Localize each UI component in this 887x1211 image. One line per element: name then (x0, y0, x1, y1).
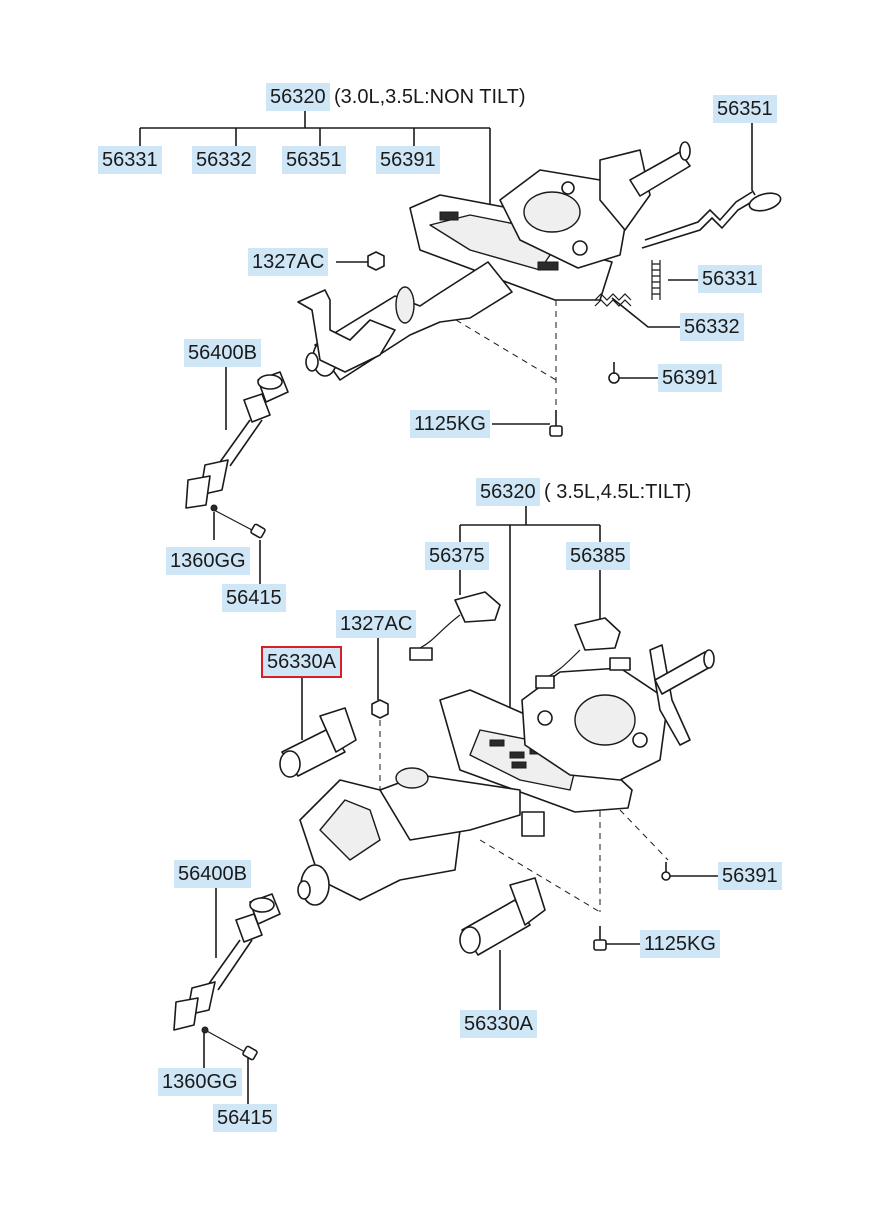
label-1360gg-lower[interactable]: 1360GG (158, 1068, 242, 1096)
bolt-56391-upper (608, 362, 620, 384)
label-56400b-lower[interactable]: 56400B (174, 860, 251, 888)
label-56351-lever[interactable]: 56351 (713, 95, 777, 123)
label-56351-header[interactable]: 56351 (282, 146, 346, 174)
shaft-56400b-upper (185, 371, 289, 509)
lower-column-drawing (173, 591, 715, 1061)
motor-56330a-upper (279, 707, 357, 778)
label-56391-header[interactable]: 56391 (376, 146, 440, 174)
lower-leader-lines (203, 505, 720, 1106)
label-56320-lower-note: ( 3.5L,4.5L:TILT) (544, 481, 692, 503)
bolt-1125kg-upper (549, 410, 563, 437)
label-56332-spring[interactable]: 56332 (680, 313, 744, 341)
label-56320-upper-note: (3.0L,3.5L:NON TILT) (334, 86, 526, 108)
label-56331-header[interactable]: 56331 (98, 146, 162, 174)
label-56331-spring[interactable]: 56331 (698, 265, 762, 293)
label-1360gg-upper[interactable]: 1360GG (166, 547, 250, 575)
switch-56375 (409, 591, 501, 661)
nut-1327ac-lower (371, 699, 389, 719)
label-56330a-lower[interactable]: 56330A (460, 1010, 537, 1038)
upper-column-drawing (185, 141, 782, 539)
bolt-1125kg-lower (593, 926, 607, 951)
label-56375-switch[interactable]: 56375 (425, 542, 489, 570)
label-56415-upper[interactable]: 56415 (222, 584, 286, 612)
motor-56330a-lower (459, 877, 546, 956)
upper-leader-lines (139, 110, 756, 584)
spring-56331 (651, 260, 661, 300)
label-56332-header[interactable]: 56332 (192, 146, 256, 174)
nut-1327ac-upper (367, 251, 385, 271)
shaft-56400b-lower (173, 893, 281, 1031)
label-56385-switch[interactable]: 56385 (566, 542, 630, 570)
label-56320-upper[interactable]: 56320 (266, 83, 330, 111)
label-56415-lower[interactable]: 56415 (213, 1104, 277, 1132)
label-56391-bolt-upper[interactable]: 56391 (658, 364, 722, 392)
label-1327ac-lower[interactable]: 1327AC (336, 610, 417, 638)
bolt-56391-lower (661, 862, 671, 881)
label-56320-lower[interactable]: 56320 (476, 478, 540, 506)
label-56330a-highlighted[interactable]: 56330A (261, 646, 342, 678)
label-1125kg-upper[interactable]: 1125KG (410, 410, 490, 438)
label-1327ac-upper[interactable]: 1327AC (248, 248, 329, 276)
switch-56385 (535, 617, 631, 689)
label-1125kg-lower[interactable]: 1125KG (640, 930, 720, 958)
spring-56332 (594, 293, 632, 307)
label-56391-bolt-lower[interactable]: 56391 (718, 862, 782, 890)
label-56400b-upper[interactable]: 56400B (184, 339, 261, 367)
